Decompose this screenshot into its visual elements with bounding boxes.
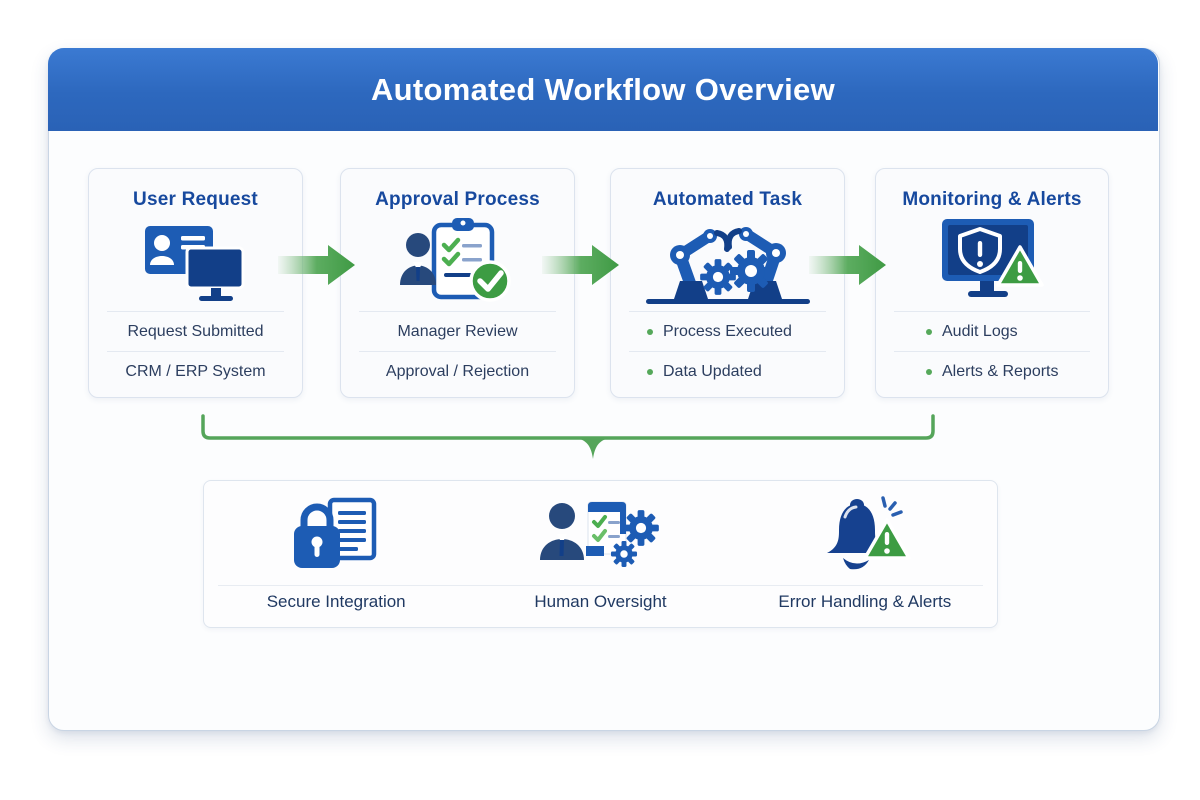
step-title: Monitoring & Alerts (902, 189, 1082, 210)
step-card-automated-task: Automated Task Pro (610, 168, 845, 398)
step-item-label: Approval / Rejection (385, 362, 530, 380)
divider (894, 311, 1090, 312)
step-title: User Request (133, 189, 258, 210)
approver-checklist-icon (341, 211, 574, 311)
foundation-item-label: Human Oversight (534, 592, 667, 611)
step-item: Alerts & Reports (876, 352, 1108, 391)
divider (894, 351, 1090, 352)
divider (107, 351, 284, 352)
divider (359, 311, 556, 312)
step-item-label: Process Executed (663, 322, 792, 340)
step-item: Request Submitted (89, 312, 302, 351)
diagram-header: Automated Workflow Overview (48, 48, 1158, 131)
step-item: Process Executed (611, 312, 844, 351)
flow-arrow-icon (278, 245, 355, 285)
foundation-item-human-oversight: Human Oversight (468, 481, 732, 627)
divider (359, 351, 556, 352)
step-title: Automated Task (652, 189, 803, 210)
flow-arrow-icon (542, 245, 619, 285)
bullet-dot-icon (926, 328, 932, 335)
monitor-shield-alert-icon (876, 211, 1108, 311)
diagram-title: Automated Workflow Overview (370, 71, 835, 107)
step-item: Audit Logs (876, 312, 1108, 351)
step-item-label: Manager Review (397, 322, 518, 340)
divider (218, 585, 983, 586)
step-item-label: Data Updated (663, 362, 762, 380)
foundation-panel: Secure Integration (203, 480, 998, 628)
foundation-item-label: Error Handling & Alerts (778, 592, 952, 611)
bullet-dot-icon (647, 368, 653, 375)
foundation-item-error-handling: Error Handling & Alerts (733, 481, 997, 627)
step-item: Approval / Rejection (341, 352, 574, 391)
person-checklist-gears-icon (538, 481, 662, 581)
step-card-monitoring-alerts: Monitoring & Alerts Audit Logs Aler (875, 168, 1109, 398)
step-item-label: CRM / ERP System (125, 362, 266, 380)
divider (629, 311, 826, 312)
step-item: Manager Review (341, 312, 574, 351)
robot-arms-gears-icon (611, 211, 844, 311)
step-card-user-request: User Request Request Submitted CRM / ERP… (88, 168, 303, 398)
foundation-item-secure-integration: Secure Integration (204, 481, 468, 627)
bell-warning-icon (815, 481, 915, 581)
bracket-connector (201, 414, 935, 459)
step-item-label: Audit Logs (942, 322, 1018, 340)
step-title: Approval Process (375, 189, 540, 210)
flow-arrow-icon (809, 245, 886, 285)
step-item-label: Request Submitted (127, 322, 264, 340)
bullet-dot-icon (926, 368, 932, 375)
divider (629, 351, 826, 352)
step-item: Data Updated (611, 352, 844, 391)
lock-document-icon (286, 481, 386, 581)
step-item: CRM / ERP System (89, 352, 302, 391)
foundation-item-label: Secure Integration (266, 592, 406, 611)
divider (107, 311, 284, 312)
bullet-dot-icon (647, 328, 653, 335)
step-card-approval-process: Approval Process Manager Review (340, 168, 575, 398)
step-item-label: Alerts & Reports (942, 362, 1059, 380)
id-card-monitor-icon (89, 211, 302, 311)
